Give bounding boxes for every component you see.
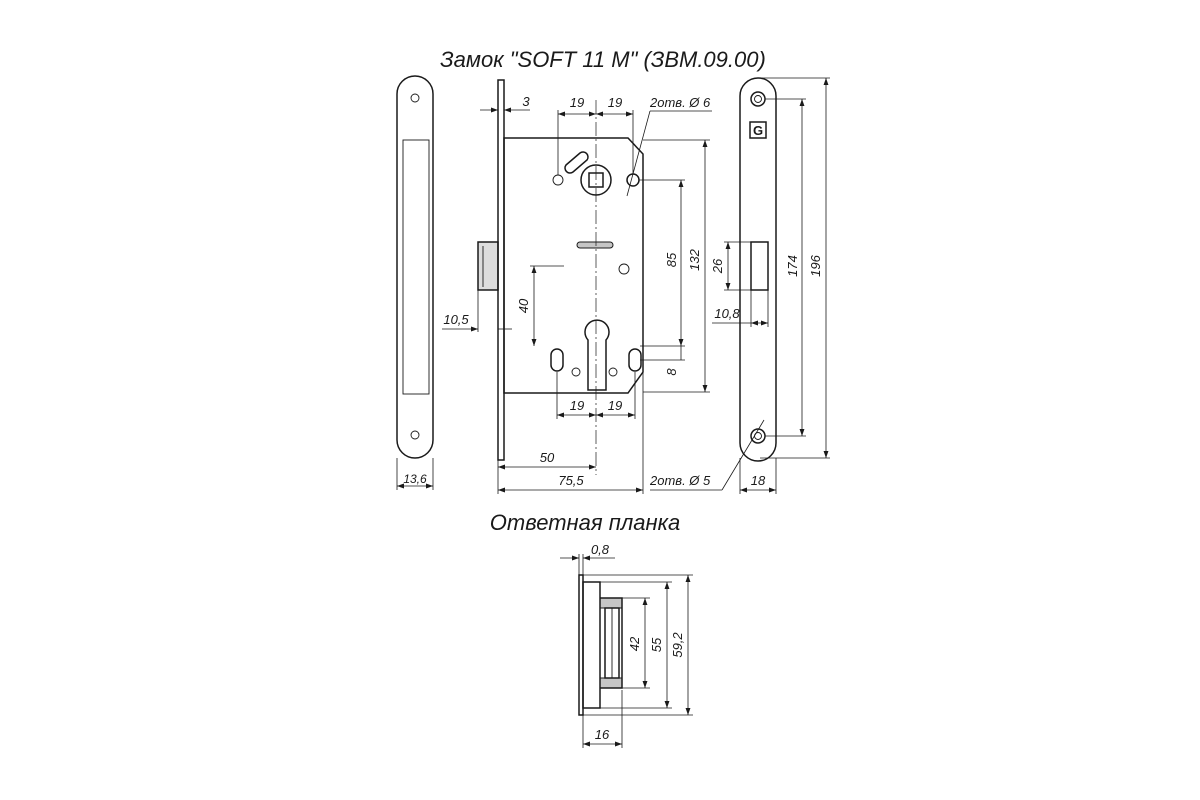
dim-132: 132 [687,248,702,270]
dim-3: 3 [522,94,530,109]
dim-16: 16 [595,727,610,742]
dim-85: 85 [664,252,679,267]
dim-10-8: 10,8 [714,306,740,321]
dim-196: 196 [808,254,823,276]
brand-logo [749,121,767,139]
dim-40: 40 [516,298,531,313]
faceplate-dimensions: 26 10,8 174 196 18 2отв. Ø 5 [649,77,830,494]
label-holes-6: 2отв. Ø 6 [649,95,711,110]
lock-title: Замок "SOFT 11 M" (ЗВМ.09.00) [440,47,766,72]
lock-body-front-view [477,79,644,475]
dim-174: 174 [785,255,800,277]
dim-13-6: 13,6 [403,472,427,486]
logo-letter: G [753,123,763,138]
dim-18: 18 [751,473,766,488]
dim-55: 55 [649,637,664,652]
dim-42: 42 [627,636,642,651]
strike-title: Ответная планка [490,510,680,535]
dim-19-top-left: 19 [570,95,584,110]
dim-26: 26 [710,258,725,274]
dim-19-bottom-right: 19 [608,398,622,413]
label-holes-5: 2отв. Ø 5 [649,473,711,488]
lock-body-dimensions: 3 19 19 2отв. Ø 6 85 132 8 40 10,5 [442,80,712,494]
faceplate-front-view: G [739,77,777,462]
strike-plate-dimensions: 0,8 42 55 59,2 16 [560,542,693,748]
dim-0-8: 0,8 [591,542,610,557]
dim-59-2: 59,2 [670,632,685,658]
dim-50: 50 [540,450,555,465]
faceplate-side-view: 13,6 [396,75,434,490]
dim-10-5: 10,5 [443,312,469,327]
dim-75-5: 75,5 [558,473,584,488]
strike-plate [578,574,623,716]
dim-8: 8 [664,368,679,376]
dim-19-bottom-left: 19 [570,398,584,413]
dim-19-top-right: 19 [608,95,622,110]
